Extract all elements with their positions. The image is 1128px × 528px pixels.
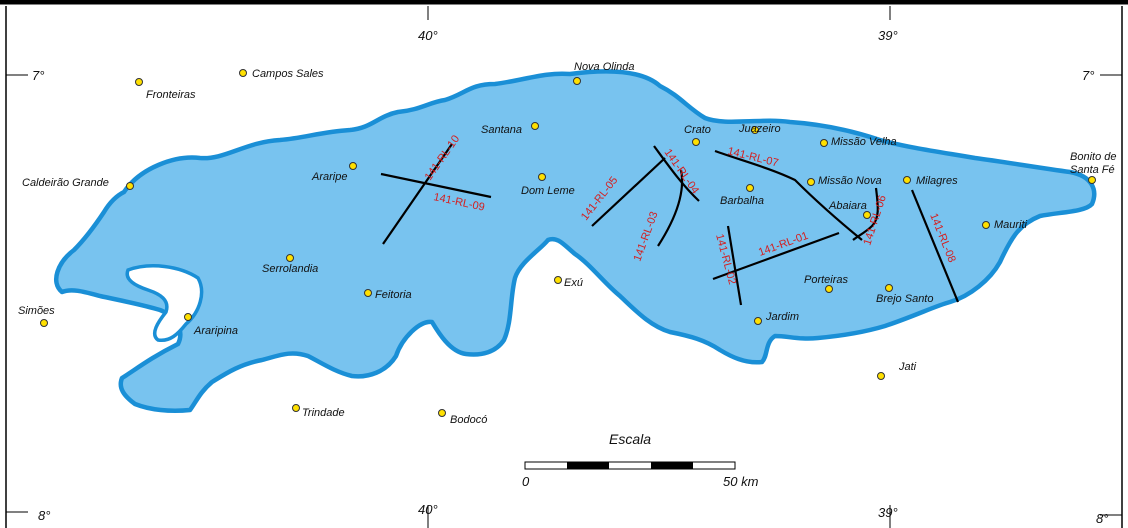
scale-start-label: 0	[522, 474, 530, 489]
left-latitude-8: 8°	[38, 508, 50, 523]
seismic-line-141-rl-09	[380, 172, 492, 199]
city-marker-nova-olinda	[573, 77, 581, 85]
seismic-line-141-rl-02	[726, 225, 743, 306]
city-marker-caldeirao-grande	[126, 182, 134, 190]
city-label-dom-leme: Dom Leme	[521, 185, 575, 197]
seismic-line-141-rl-05	[591, 157, 666, 227]
city-label-nova-olinda: Nova Olinda	[574, 61, 635, 73]
city-marker-milagres	[903, 176, 911, 184]
city-label-exu: Exú	[564, 277, 583, 289]
city-label-campos-sales: Campos Sales	[252, 68, 324, 80]
city-marker-jati	[877, 372, 885, 380]
city-label-bonito-de: Bonito de	[1070, 151, 1116, 163]
city-marker-simoes	[40, 319, 48, 327]
seismic-line-141-rl-06	[852, 187, 879, 241]
city-label-caldeirao-grande: Caldeirão Grande	[22, 177, 109, 189]
city-label-santa-fe: Santa Fé	[1070, 164, 1115, 176]
city-marker-mauriti	[982, 221, 990, 229]
city-label-juazeiro: Juazeiro	[738, 123, 781, 135]
city-label-brejo-santo: Brejo Santo	[876, 293, 933, 305]
city-label-crato: Crato	[684, 124, 711, 136]
city-marker-dom-leme	[538, 173, 546, 181]
city-label-missao-velha: Missão Velha	[831, 136, 897, 148]
city-marker-araripina	[184, 313, 192, 321]
city-label-jardim: Jardim	[765, 311, 799, 323]
seismic-line-141-rl-04	[653, 145, 700, 202]
city-marker-araripe	[349, 162, 357, 170]
right-latitude-8: 8°	[1096, 511, 1108, 526]
city-label-feitoria: Feitoria	[375, 289, 412, 301]
scale-bar: Escala 0 50 km	[522, 431, 759, 489]
city-marker-fronteiras	[135, 78, 143, 86]
seismic-line-141-rl-03	[657, 169, 684, 247]
city-marker-missao-velha	[820, 139, 828, 147]
bottom-longitude-39: 39°	[878, 505, 898, 520]
city-label-fronteiras: Fronteiras	[146, 89, 196, 101]
seismic-line-141-rl-10	[382, 143, 453, 245]
city-label-serrolandia: Serrolandia	[262, 263, 318, 275]
top-longitude-40: 40°	[418, 28, 438, 43]
city-marker-bodoco	[438, 409, 446, 417]
city-marker-abaiara	[863, 211, 871, 219]
city-marker-porteiras	[825, 285, 833, 293]
top-longitude-39: 39°	[878, 28, 898, 43]
city-marker-missao-nova	[807, 178, 815, 186]
seismic-line-141-rl-01	[712, 231, 840, 281]
city-label-araripina: Araripina	[193, 325, 238, 337]
bottom-longitude-40: 40°	[418, 502, 438, 517]
city-marker-feitoria	[364, 289, 372, 297]
city-label-porteiras: Porteiras	[804, 274, 849, 286]
city-marker-bonito-de-santa-fe	[1088, 176, 1096, 184]
city-marker-juazeiro	[751, 126, 759, 134]
left-latitude-7: 7°	[32, 68, 44, 83]
scale-title: Escala	[609, 431, 651, 447]
city-label-mauriti: Mauriti	[994, 219, 1028, 231]
city-label-santana: Santana	[481, 124, 522, 136]
right-latitude-7: 7°	[1082, 68, 1094, 83]
city-marker-jardim	[754, 317, 762, 325]
city-label-simoes: Simões	[18, 305, 55, 317]
city-marker-barbalha	[746, 184, 754, 192]
sedimentary-basin-outline	[54, 69, 1097, 413]
city-label-barbalha: Barbalha	[720, 195, 764, 207]
city-marker-campos-sales	[239, 69, 247, 77]
city-label-milagres: Milagres	[916, 175, 958, 187]
city-marker-santana	[531, 122, 539, 130]
city-label-araripe: Araripe	[311, 171, 347, 183]
seismic-line-141-rl-08	[910, 189, 960, 303]
city-marker-exu	[554, 276, 562, 284]
city-label-missao-nova: Missão Nova	[818, 175, 882, 187]
city-marker-serrolandia	[286, 254, 294, 262]
scale-end-label: 50 km	[723, 474, 759, 489]
basin-inlier	[125, 264, 204, 343]
city-label-trindade: Trindade	[302, 407, 345, 419]
city-label-abaiara: Abaiara	[828, 200, 867, 212]
city-marker-trindade	[292, 404, 300, 412]
city-label-jati: Jati	[898, 361, 917, 373]
city-label-bodoco: Bodocó	[450, 414, 487, 426]
seismic-line-141-rl-07	[714, 149, 863, 241]
city-marker-crato	[692, 138, 700, 146]
city-marker-brejo-santo	[885, 284, 893, 292]
